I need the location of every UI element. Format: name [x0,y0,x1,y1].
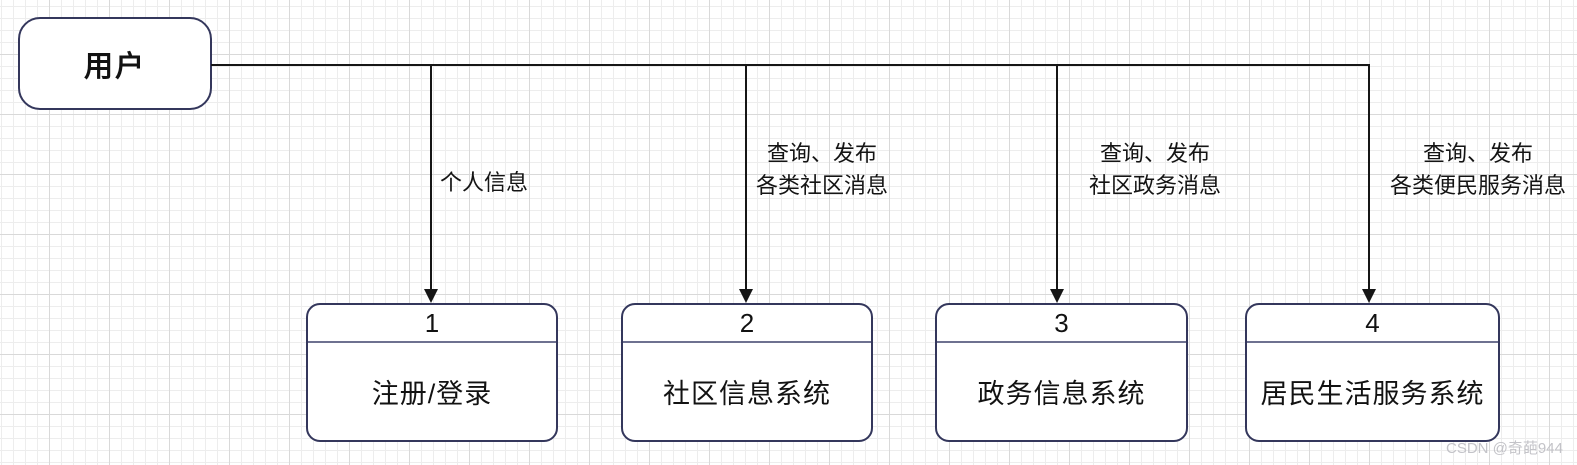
node-number: 4 [1247,305,1498,343]
edge-label-line: 社区政务消息 [1088,173,1221,198]
arrow-line-4 [1368,64,1370,290]
edge-label-line: 查询、发布 [766,141,877,166]
main-connector-line [211,64,1370,66]
user-node-label: 用户 [83,50,146,83]
node-label: 政务信息系统 [977,379,1146,409]
user-node: 用户 [18,17,212,110]
edge-label-line: 各类便民服务消息 [1389,173,1566,198]
node-government-info-system: 3 政务信息系统 [935,303,1188,442]
arrow-head-down-icon [1050,289,1064,303]
edge-label-government-messages: 查询、发布 社区政务消息 [1065,138,1245,202]
arrow-head-down-icon [1362,289,1376,303]
edge-label-convenience-messages: 查询、发布 各类便民服务消息 [1388,138,1568,202]
edge-label-line: 各类社区消息 [755,173,888,198]
edge-label-personal-info: 个人信息 [440,167,528,199]
node-register-login: 1 注册/登录 [306,303,558,442]
csdn-watermark: CSDN @奇葩944 [1446,440,1563,457]
edge-label-line: 查询、发布 [1422,141,1533,166]
node-label: 居民生活服务系统 [1260,379,1485,409]
node-number: 3 [937,305,1186,343]
node-number: 1 [308,305,556,343]
arrow-head-down-icon [739,289,753,303]
arrow-line-3 [1056,64,1058,290]
node-label: 注册/登录 [371,379,493,409]
node-number: 2 [623,305,871,343]
edge-label-line: 查询、发布 [1099,141,1210,166]
arrow-head-down-icon [424,289,438,303]
arrow-line-2 [745,64,747,290]
node-label: 社区信息系统 [663,379,831,409]
arrow-line-1 [430,64,432,290]
node-resident-life-service-system: 4 居民生活服务系统 [1245,303,1500,442]
edge-label-community-messages: 查询、发布 各类社区消息 [732,138,912,202]
node-community-info-system: 2 社区信息系统 [621,303,873,442]
edge-label-line: 个人信息 [440,170,529,195]
